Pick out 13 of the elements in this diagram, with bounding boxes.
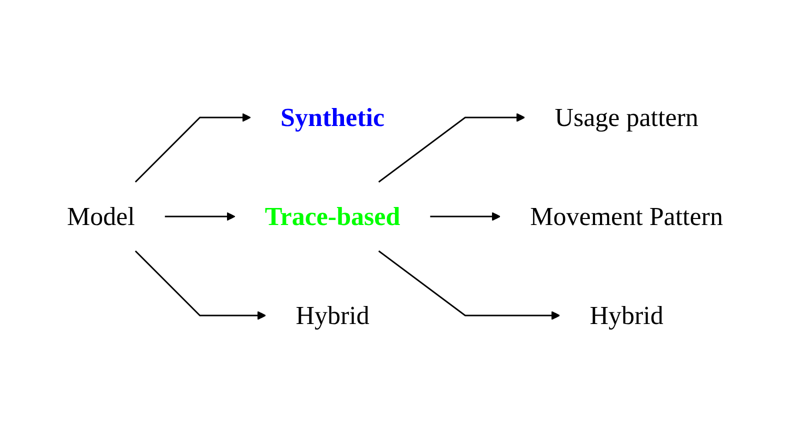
arrow: [134, 113, 251, 183]
node-text: Usage pattern: [554, 103, 698, 132]
arrow: [378, 113, 526, 183]
node-text: Movement Pattern: [530, 202, 723, 231]
arrow: [430, 212, 501, 221]
node-text: Synthetic: [280, 103, 385, 132]
node-text: Hybrid: [590, 301, 664, 330]
arrow: [134, 250, 266, 320]
node-text: Trace-based: [264, 202, 400, 231]
arrow: [378, 250, 560, 320]
node-text: Model: [67, 202, 135, 231]
node-text: Hybrid: [296, 301, 370, 330]
arrow: [164, 212, 236, 221]
